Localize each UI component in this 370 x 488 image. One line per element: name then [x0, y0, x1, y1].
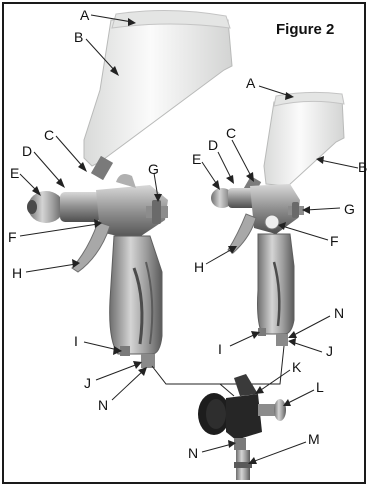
large-spray-gun — [27, 10, 232, 368]
label-small-I: I — [218, 341, 222, 357]
small-paint-cup — [264, 98, 344, 186]
small-fluid-knob — [292, 202, 299, 218]
large-handle — [110, 236, 162, 354]
regulator-gauge-face — [206, 399, 226, 429]
label-regulator-K: K — [292, 359, 302, 375]
label-small-J: J — [326, 343, 333, 359]
label-small-A: A — [246, 75, 256, 91]
label-large-N: N — [98, 397, 108, 413]
label-large-D: D — [22, 143, 32, 159]
label-large-E: E — [10, 165, 19, 181]
label-large-C: C — [44, 127, 54, 143]
label-small-C: C — [226, 125, 236, 141]
label-large-A: A — [80, 7, 90, 23]
small-air-valve-cap — [265, 215, 279, 229]
regulator-outlet — [234, 438, 246, 450]
large-fluid-knob — [152, 200, 161, 224]
large-nozzle-tip — [27, 200, 37, 214]
small-handle — [258, 234, 295, 334]
label-regulator-M: M — [308, 431, 320, 447]
label-small-N: N — [334, 305, 344, 321]
label-small-F: F — [330, 233, 339, 249]
label-regulator-L: L — [316, 379, 324, 395]
small-air-inlet — [276, 334, 288, 346]
connector-line-regulator — [220, 384, 234, 396]
label-large-F: F — [8, 229, 17, 245]
label-large-H: H — [12, 265, 22, 281]
label-large-J: J — [84, 375, 91, 391]
label-small-E: E — [192, 151, 201, 167]
label-small-B: B — [358, 159, 367, 175]
large-air-inlet — [141, 354, 155, 368]
label-small-D: D — [208, 137, 218, 153]
label-large-B: B — [74, 29, 83, 45]
air-regulator — [198, 374, 286, 480]
regulator-body — [226, 394, 262, 440]
large-gun-head — [60, 192, 100, 222]
regulator-top-fitting — [234, 374, 258, 396]
label-small-H: H — [194, 259, 204, 275]
label-regulator-N: N — [188, 445, 198, 461]
regulator-knob — [274, 399, 286, 421]
label-small-G: G — [344, 201, 355, 217]
label-large-I: I — [74, 333, 78, 349]
label-large-G: G — [148, 161, 159, 177]
large-hook — [116, 174, 136, 188]
